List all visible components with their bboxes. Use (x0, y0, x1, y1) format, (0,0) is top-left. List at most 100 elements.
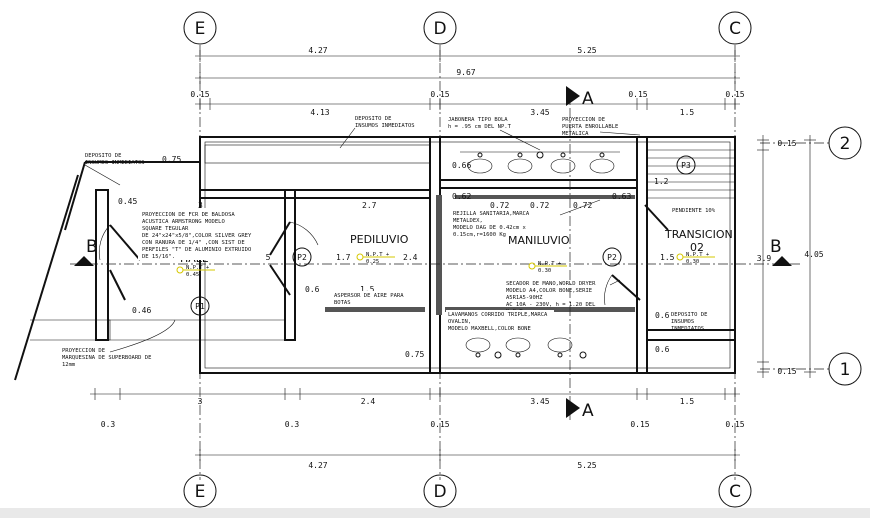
note-fcr-4: DE 24"x24"x5/8",COLOR SILVER GREY (142, 233, 252, 239)
dim-top-015-b: 0.15 (430, 90, 449, 99)
note-deposito-top-2: INSUMOS INMEDIATOS (355, 123, 415, 129)
dim-in-063: 0.63 (612, 192, 631, 201)
dim-right-015-bot: 0.15 (777, 367, 796, 376)
note-fcr-6: PERFILES "T" DE ALUMINIO EXTRUIDO (142, 247, 251, 253)
section-b-left: B (86, 237, 98, 257)
dim-in-15-b: 1.5 (360, 285, 375, 294)
level-tra-a: N.P.T + (686, 252, 710, 258)
grid-label-d-bottom: D (433, 482, 446, 502)
grate-maniluvio (445, 307, 635, 312)
note-pendiente: PENDIENTE 10% (672, 208, 716, 214)
grid-bubble-c-top (718, 11, 752, 45)
note-marquesina-2: MARQUESINA DE SUPERBOARD DE (62, 355, 151, 361)
level-tra-b: 0.30 (686, 259, 699, 265)
dim-bot-d-c: 5.25 (577, 461, 596, 470)
dim-bot-015-a: 0.15 (430, 420, 449, 429)
room-p3: P3 (681, 161, 691, 170)
dim-bot-015-c: 0.15 (725, 420, 744, 429)
room-maniluvio: MANILUVIO (508, 234, 570, 247)
level-ped-a: N.P.T + (366, 252, 390, 258)
right-dimensions: 0.15 0.15 3.9 4.05 (757, 135, 824, 378)
note-aspersor-2: BOTAS (334, 300, 351, 306)
dim-bot-03-a: 0.3 (101, 420, 116, 429)
dim-top-015-a: 0.15 (190, 90, 209, 99)
bottom-dimensions: 3 2.4 3.45 1.5 0.3 0.3 0.15 0.15 0.15 4.… (90, 388, 745, 470)
note-jabonera-2: h = .95 cm DEL NP.T (448, 124, 512, 130)
dim-bot-015-b: 0.15 (630, 420, 649, 429)
note-proyeccion-2: PUERTA ENROLLABLE (562, 124, 618, 130)
room-transicion: TRANSICION (664, 228, 733, 241)
grid-label-c-bottom: C (729, 482, 741, 502)
dim-top-015-c: 0.15 (628, 90, 647, 99)
dim-in-066: 0.66 (452, 161, 471, 170)
dim-in-075-b: 0.75 (405, 350, 424, 359)
top-dimensions: 4.27 5.25 9.67 0.15 4.13 0.15 3.45 0.15 … (190, 46, 744, 117)
dim-in-072-c: 0.72 (573, 201, 592, 210)
dim-in-17: 1.7 (336, 253, 351, 262)
grid-label-1: 1 (840, 360, 851, 380)
level-man-b: 0.30 (538, 268, 551, 274)
dim-bot-345: 3.45 (530, 397, 549, 406)
note-fcr-5: CON RANURA DE 1/4" ,CON SIST DE (142, 240, 245, 246)
note-lavamanos-1: LAVAMANOS CORRIDO TRIPLE,MARCA (448, 312, 548, 318)
dim-top-d-c: 5.25 (577, 46, 596, 55)
dim-in-3: 3 (198, 201, 203, 210)
dim-top-15: 1.5 (680, 108, 695, 117)
dim-in-06-b: 0.6 (655, 311, 670, 320)
dim-in-12: 1.2 (654, 177, 669, 186)
dim-in-045: 0.45 (118, 197, 137, 206)
dim-right-405: 4.05 (804, 250, 823, 259)
section-b-right: B (770, 237, 782, 257)
note-rejilla-3: MODELO DAG DE 0.42cm x (453, 225, 527, 231)
dim-in-062: 0.62 (452, 192, 471, 201)
room-p2: P2 (297, 253, 307, 262)
dim-bot-15: 1.5 (680, 397, 695, 406)
level-man-a: N.P.T + (538, 261, 562, 267)
note-rejilla-2: METALDEX, (453, 218, 483, 224)
dim-top-e-d: 4.27 (308, 46, 327, 55)
level-hall-a: N.P.T + (186, 265, 210, 271)
grid-bubble-d-bottom (423, 474, 457, 508)
dim-bot-3: 3 (198, 397, 203, 406)
note-lavamanos-2: OVALIN, (448, 319, 471, 325)
grate-vertical (436, 195, 442, 315)
dim-in-075: 0.75 (162, 155, 181, 164)
note-deposito-left-2: INSUMOS INMEDIATOS (85, 160, 145, 166)
note-secador-1: SECADOR DE MANO,WORLD DRYER (506, 281, 596, 287)
dim-top-total: 9.67 (456, 68, 475, 77)
walls (14, 136, 736, 381)
note-rejilla-4: 0.15cm,r=1600 Kg (453, 232, 506, 238)
note-deposito-right-2: INSUMOS (671, 319, 694, 325)
grid-label-e-bottom: E (195, 482, 206, 502)
note-secador-2: MODELO A4,COLOR BONE,SERIE (506, 288, 592, 294)
room-p1: P1 (195, 302, 205, 311)
dim-right-015-top: 0.15 (777, 139, 796, 148)
grates (325, 195, 635, 315)
section-a-top: A (582, 89, 594, 109)
room-pediluvio: PEDILUVIO (350, 233, 409, 246)
sinks-top (460, 151, 620, 174)
grid-bubble-2 (828, 126, 862, 160)
note-marquesina-3: 12mm (62, 362, 76, 368)
note-marquesina-1: PROYECCION DE (62, 348, 105, 354)
grid-label-e-top: E (195, 19, 206, 39)
dim-in-06-c: 0.6 (655, 345, 670, 354)
grid-bubble-c-bottom (718, 474, 752, 508)
level-hall-b: 0.45 (186, 272, 199, 278)
note-proyeccion-3: METALICA (562, 131, 589, 137)
level-ped-b: 0.25 (366, 259, 379, 265)
dim-top-015-d: 0.15 (725, 90, 744, 99)
annotations: DEPOSITO DE INSUMOS INMEDIATOS DEPOSITO … (62, 116, 716, 368)
room-transicion-num: 02 (690, 241, 704, 254)
note-deposito-top-1: DEPOSITO DE (355, 116, 391, 122)
grid-axes: E D C E D C 2 1 (183, 11, 862, 508)
sinks-bottom (465, 337, 587, 359)
note-fcr-2: ACUSTICA ARMSTRONG MODELO (142, 219, 225, 225)
dim-right-39: 3.9 (757, 254, 772, 263)
dim-in-072-b: 0.72 (530, 201, 549, 210)
grid-bubble-1 (828, 352, 862, 386)
dim-in-27: 2.7 (362, 201, 377, 210)
note-secador-4: AC 10A - 230V, h = 1.20 DEL (506, 302, 596, 308)
note-proyeccion-1: PROYECCION DE (562, 117, 605, 123)
